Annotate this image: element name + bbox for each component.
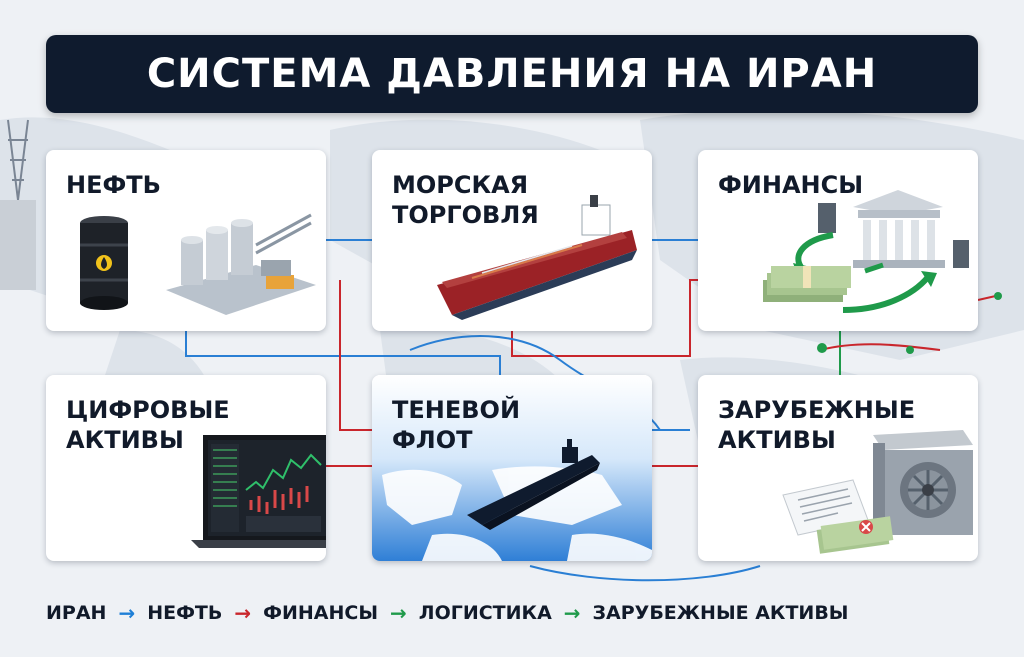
flow-step-foreign-assets: ЗАРУБЕЖНЫЕ АКТИВЫ <box>592 602 849 624</box>
trading-laptop-icon <box>191 435 326 548</box>
flow-step-iran: ИРАН <box>46 602 107 624</box>
oil-rig-decoration <box>0 119 36 290</box>
card-digital-assets-title: ЦИФРОВЫЕ АКТИВЫ <box>66 396 230 454</box>
flow-step-finance: ФИНАНСЫ <box>263 602 379 624</box>
flow-step-logistics: ЛОГИСТИКА <box>418 602 552 624</box>
oil-barrel-refinery-icon <box>80 213 316 315</box>
card-maritime-trade[interactable]: МОРСКАЯ ТОРГОВЛЯ <box>372 150 652 331</box>
safe-documents-icon <box>782 430 973 554</box>
flow-arrow-green-icon: → <box>563 601 581 625</box>
card-shadow-fleet-title: ТЕНЕВОЙ ФЛОТ <box>392 396 521 454</box>
flow-arrow-green-icon: → <box>390 601 407 625</box>
title-banner: СИСТЕМА ДАВЛЕНИЯ НА ИРАН <box>46 35 978 113</box>
card-digital-assets[interactable]: ЦИФРОВЫЕ АКТИВЫ <box>46 375 326 561</box>
card-shadow-fleet[interactable]: ТЕНЕВОЙ ФЛОТ <box>372 375 652 561</box>
tanker-ship-icon <box>437 195 637 320</box>
card-finance[interactable]: ФИНАНСЫ <box>698 150 978 331</box>
flow-step-oil: НЕФТЬ <box>147 602 223 624</box>
card-oil-title: НЕФТЬ <box>66 171 161 199</box>
card-foreign-assets[interactable]: ЗАРУБЕЖНЫЕ АКТИВЫ <box>698 375 978 561</box>
card-finance-title: ФИНАНСЫ <box>718 171 864 199</box>
card-maritime-trade-title: МОРСКАЯ ТОРГОВЛЯ <box>392 171 539 229</box>
card-foreign-assets-title: ЗАРУБЕЖНЫЕ АКТИВЫ <box>718 396 916 454</box>
shadow-fleet-map-icon <box>372 375 652 561</box>
page-title: СИСТЕМА ДАВЛЕНИЯ НА ИРАН <box>146 51 878 97</box>
flow-arrow-blue-icon: → <box>118 601 136 625</box>
flow-arrow-red-icon: → <box>234 601 252 625</box>
bank-money-icon <box>763 190 969 313</box>
connector-dots <box>817 292 1002 354</box>
flow-chain: ИРАН → НЕФТЬ → ФИНАНСЫ → ЛОГИСТИКА → ЗАР… <box>46 596 986 630</box>
card-oil[interactable]: НЕФТЬ <box>46 150 326 331</box>
